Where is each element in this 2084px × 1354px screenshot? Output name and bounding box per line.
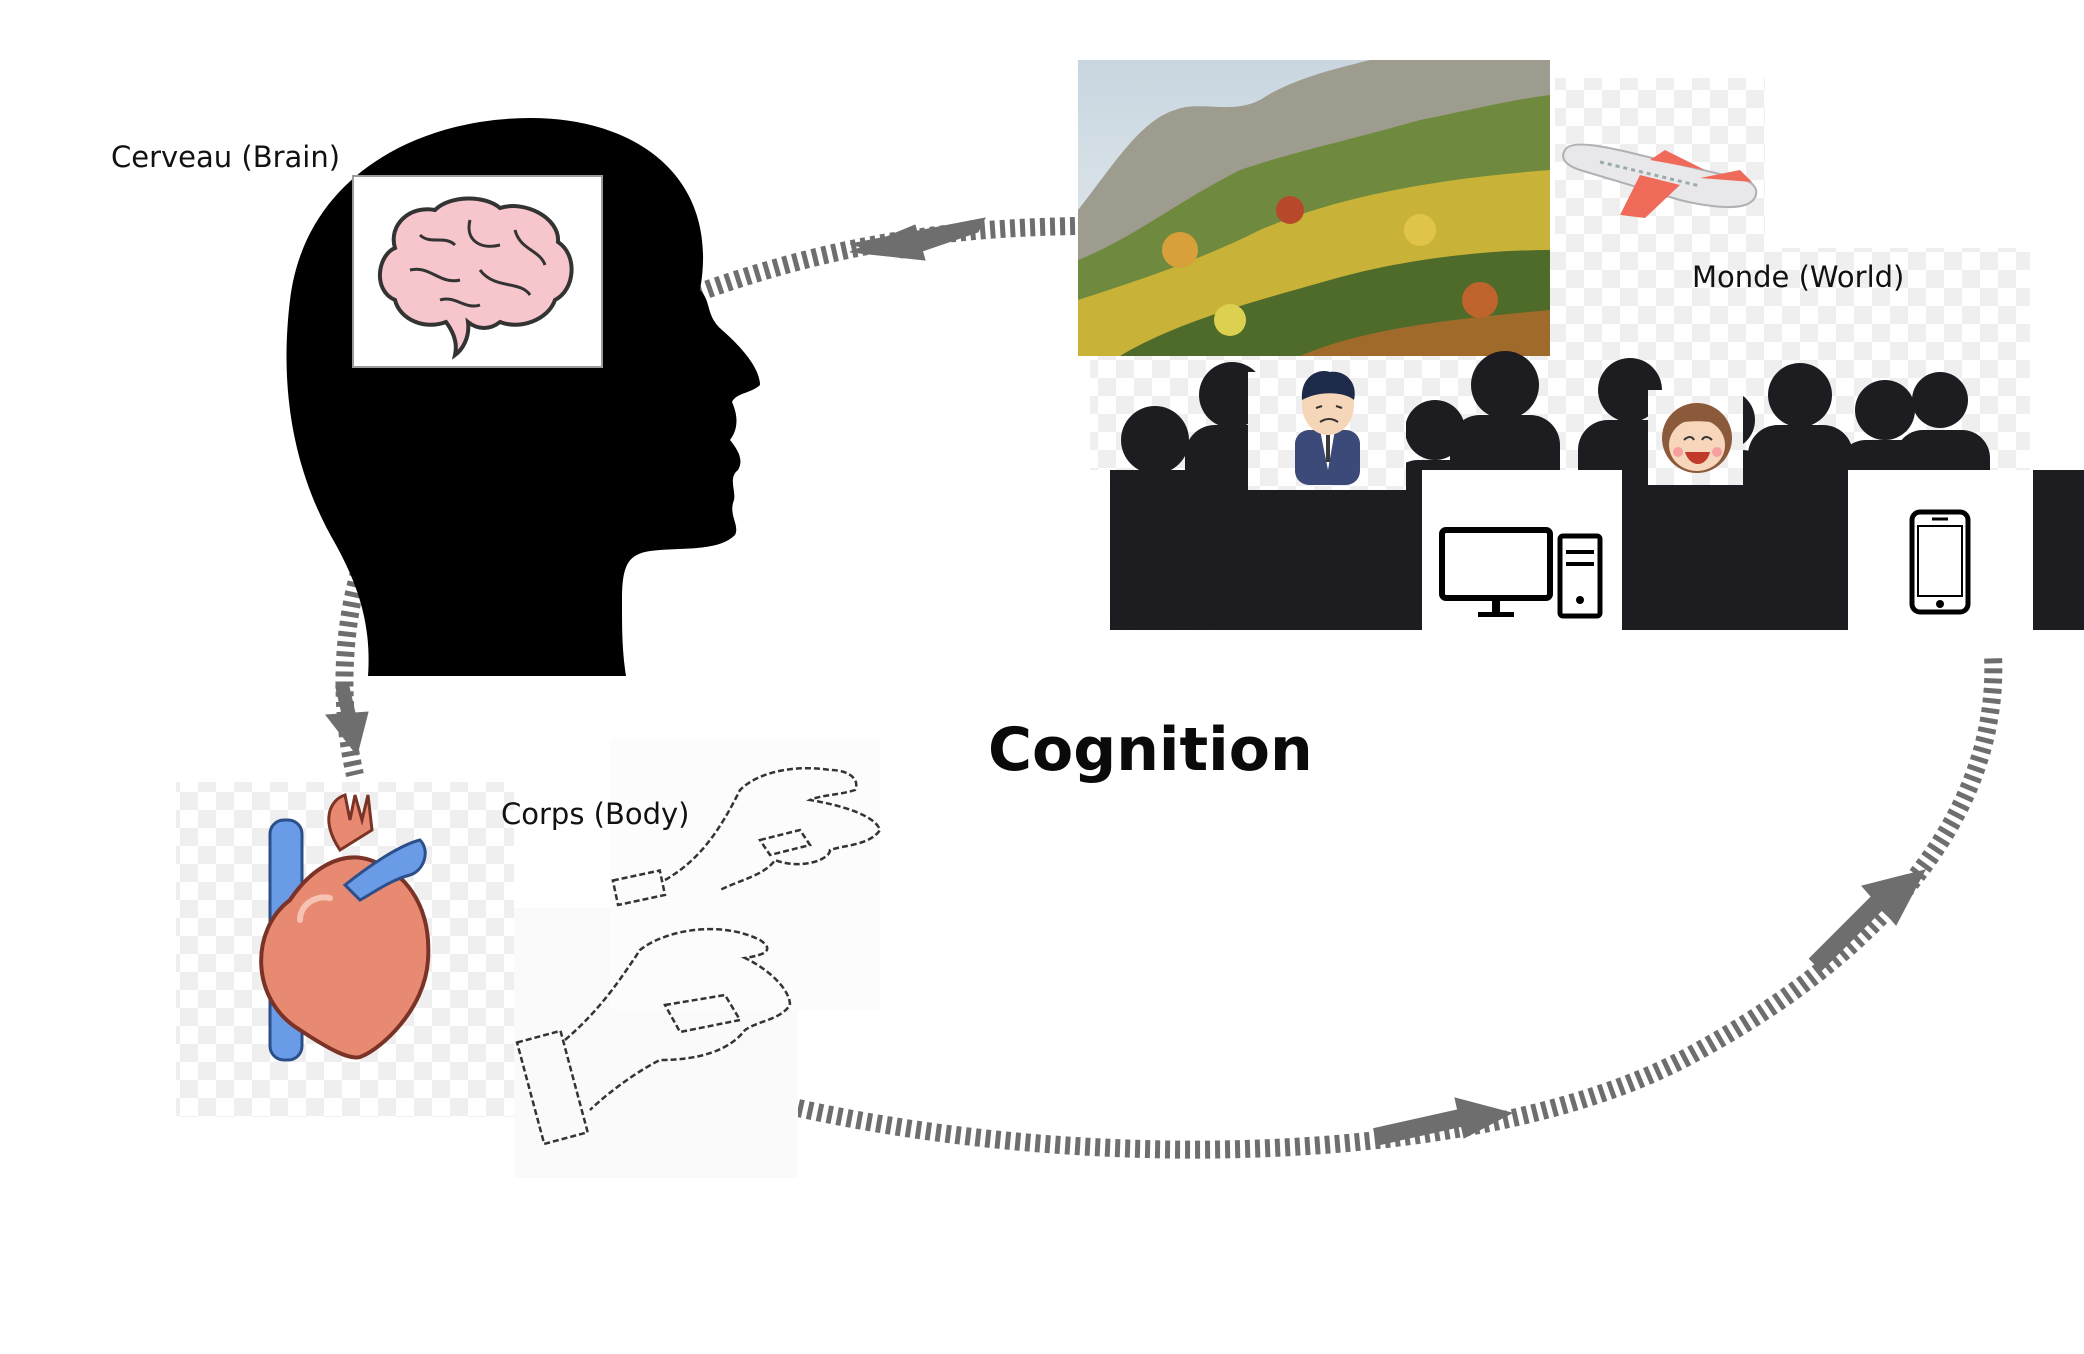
airplane-icon — [1562, 143, 1758, 218]
diagram-title: Cognition — [988, 715, 1313, 785]
heart-panel — [176, 782, 514, 1117]
head-silhouette — [286, 118, 760, 676]
brain-icon — [377, 196, 574, 360]
desktop-computer-icon — [1422, 470, 1622, 630]
landscape-photo — [1078, 60, 1550, 356]
brain-label: Cerveau (Brain) — [111, 140, 341, 174]
world-label: Monde (World) — [1692, 260, 1905, 294]
heart-icon — [259, 793, 431, 1062]
world-collage — [1078, 60, 2084, 655]
arrowhead-down — [325, 711, 369, 757]
hands-sketch-icon — [515, 766, 882, 1146]
arrowhead-left-tip — [849, 224, 926, 261]
arrow-body-to-world — [796, 654, 2003, 1159]
laughing-girl-icon — [1648, 390, 1743, 485]
body-label: Corps (Body) — [501, 797, 690, 831]
arrowhead-up-right — [1861, 869, 1926, 926]
arrowhead-right — [1454, 1097, 1514, 1139]
smartphone-icon — [1848, 470, 2033, 655]
sad-man-icon — [1248, 370, 1406, 490]
hands-panel — [514, 740, 882, 1178]
